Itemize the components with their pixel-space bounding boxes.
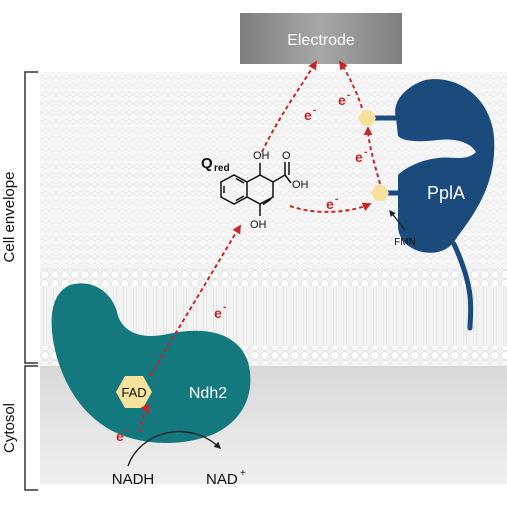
svg-text:-: - (347, 90, 350, 101)
svg-text:-: - (223, 302, 226, 313)
fad-cofactor: FAD (116, 376, 152, 408)
cytosol-label: Cytosol (1, 403, 18, 453)
hexagon-icon (116, 376, 152, 408)
nad-plus-label: NAD + (206, 468, 246, 488)
hexagon-icon (358, 110, 376, 126)
electron-label-3: e - (304, 105, 316, 123)
cytosol-bracket (24, 365, 38, 491)
electron-label-1: e - (116, 426, 128, 444)
quinone-carboxyl-o: O (282, 150, 291, 162)
fmn-cofactor-lower (371, 185, 400, 201)
svg-text:e: e (355, 149, 363, 165)
quinone-label-main: Q (201, 155, 213, 172)
svg-text:e: e (326, 196, 334, 212)
cell-envelope-label: Cell envelope (1, 172, 18, 263)
arrow-quinone-to-electrode (261, 60, 317, 153)
arrow-fad-to-quinone (149, 224, 241, 377)
quinone-molecule (220, 162, 292, 216)
electron-label-2: e - (214, 302, 226, 321)
ndh2-label: Ndh2 (189, 385, 227, 402)
fmn-label: FMN (394, 237, 416, 248)
svg-text:-: - (364, 147, 367, 158)
quinone-oh-right: OH (292, 179, 309, 191)
svg-text:-: - (125, 426, 128, 437)
nadh-label: NADH (112, 471, 155, 488)
svg-text:-: - (313, 105, 316, 116)
nadh-oxidation-arrow (127, 430, 222, 467)
quinone-oh-top: OH (253, 150, 270, 162)
fmn-pointer (389, 209, 406, 231)
electron-label-6: e - (326, 194, 338, 212)
svg-text:NAD: NAD (206, 471, 238, 488)
arrow-quinone-to-fmn (289, 202, 372, 213)
electron-label-5: e - (355, 147, 367, 165)
ndh2-protein: Ndh2 (51, 283, 251, 444)
ppla-protein: PplA (395, 79, 495, 331)
quinone-oh-bottom: OH (250, 219, 267, 231)
electron-flow-arrows (139, 60, 381, 433)
svg-text:+: + (240, 468, 246, 479)
electron-label-4: e - (338, 90, 350, 108)
quinone-label-subscript: red (214, 163, 230, 174)
ppla-label: PplA (427, 183, 465, 203)
svg-text:-: - (335, 194, 338, 205)
fmn-cofactor-upper (358, 110, 398, 126)
svg-text:e: e (338, 92, 346, 108)
hexagon-icon (371, 185, 389, 201)
svg-text:e: e (214, 305, 222, 321)
svg-text:e: e (116, 428, 124, 444)
svg-text:e: e (304, 107, 312, 123)
arrow-nadh-to-fad (139, 403, 149, 433)
cell-envelope-bracket (24, 71, 38, 364)
electrode-label: Electrode (287, 32, 355, 49)
electrode-box: Electrode (240, 13, 402, 64)
fad-label: FAD (121, 385, 146, 400)
